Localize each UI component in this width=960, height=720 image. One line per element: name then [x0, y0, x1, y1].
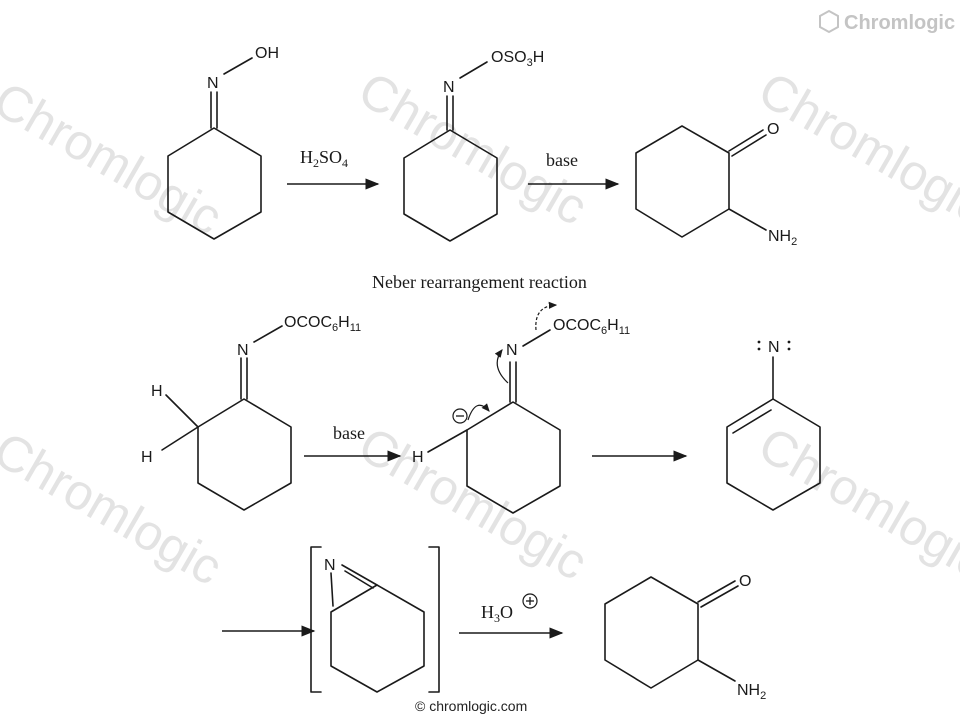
lone-pair-dots: [757, 340, 791, 351]
positive-charge-icon: [522, 593, 538, 609]
sulf-n-label: N: [443, 79, 455, 96]
prod1-nh2-label: NH2: [768, 228, 797, 248]
curly-arrow-1: [467, 403, 490, 421]
azirine-n-label: N: [324, 557, 336, 574]
carbanion-intermediate: N OCOC6H11 H: [412, 301, 630, 514]
curly-arrow-2: [494, 349, 509, 384]
h-label-1: H: [151, 383, 163, 400]
caption: Neber rearrangement reaction: [372, 272, 587, 292]
prod1-o-label: O: [767, 121, 779, 138]
reagent-base-2: base: [333, 423, 365, 443]
prod2-o-label: O: [739, 573, 751, 590]
aminoketone-product-2: O NH2: [604, 573, 766, 702]
watermark-3: Chromlogic: [750, 61, 960, 236]
sulf-oso3h-label: OSO3H: [491, 49, 544, 69]
ester-ococ6h11-label: OCOC6H11: [284, 314, 361, 334]
brand-name: Chromlogic: [844, 12, 955, 34]
reagent-base-1: base: [546, 150, 578, 170]
oxime-molecule: N OH: [167, 45, 279, 240]
carbanion-n-label: N: [506, 342, 518, 359]
hexagon-icon: [819, 9, 839, 34]
nitrene-n-label: N: [768, 339, 780, 356]
negative-charge-icon: [452, 408, 468, 424]
h-label-2: H: [141, 449, 153, 466]
h-label-3: H: [412, 449, 424, 466]
aminoketone-product-1: O NH2: [635, 121, 797, 248]
prod2-nh2-label: NH2: [737, 682, 766, 702]
brand-logo: Chromlogic: [819, 9, 955, 34]
azirine-intermediate: N: [310, 546, 440, 693]
watermark-4: Chromlogic: [0, 421, 231, 596]
reagent-h3o: H3O: [481, 602, 513, 625]
watermark-6: Chromlogic: [750, 416, 960, 591]
vinyl-nitrene-molecule: N: [726, 339, 821, 511]
reagent-h2so4: H2SO4: [300, 147, 348, 170]
carbanion-ococ6h11-label: OCOC6H11: [553, 317, 630, 337]
watermarks: Chromlogic Chromlogic Chromlogic Chromlo…: [0, 61, 960, 596]
oxime-n-label: N: [207, 75, 219, 92]
watermark-1: Chromlogic: [0, 71, 231, 246]
oxime-ester-molecule: N OCOC6H11 H H: [141, 314, 361, 511]
watermark-2: Chromlogic: [350, 61, 597, 236]
oxime-oh-label: OH: [255, 45, 279, 62]
ester-n-label: N: [237, 342, 249, 359]
sulfonated-oxime-molecule: N OSO3H: [403, 49, 544, 242]
copyright-text: © chromlogic.com: [415, 698, 527, 714]
